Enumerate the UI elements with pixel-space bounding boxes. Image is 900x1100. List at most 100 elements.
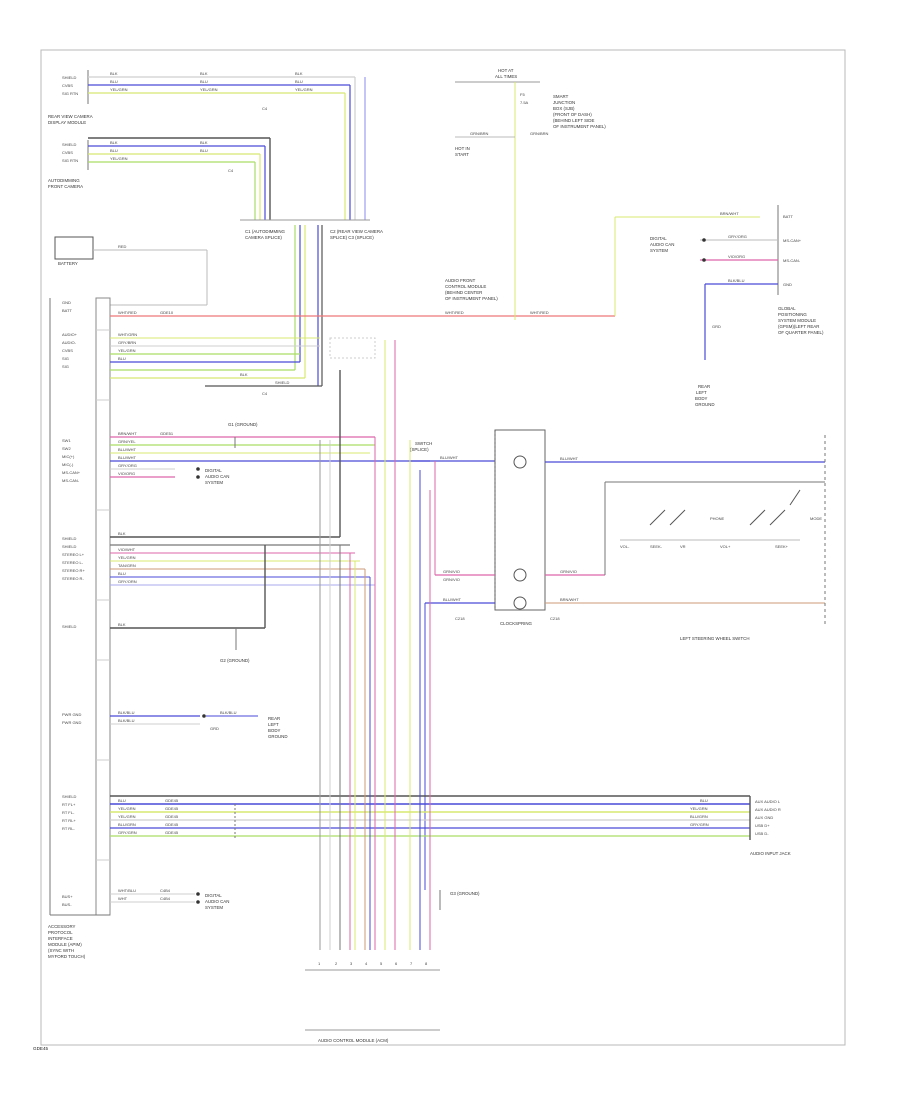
svg-text:GDE45: GDE45 (165, 822, 179, 827)
svg-text:C4: C4 (262, 391, 268, 396)
svg-text:MYFORD TOUCH): MYFORD TOUCH) (48, 954, 86, 959)
svg-text:BLK: BLK (295, 71, 303, 76)
fuse-junction-top: HOT AT ALL TIMES SMART JUNCTION BOX (SJB… (445, 68, 606, 320)
svg-text:BLU/GRN: BLU/GRN (118, 822, 136, 827)
rear-camera-wires: BLK BLU YEL/GRN BLK BLU YEL/GRN BLK BLU … (88, 71, 366, 220)
svg-text:GRN/BRN: GRN/BRN (470, 131, 489, 136)
svg-text:DIGITAL: DIGITAL (205, 468, 222, 473)
svg-text:AUDIO INPUT JACK: AUDIO INPUT JACK (750, 851, 791, 856)
camera-bundle-drop (294, 225, 323, 386)
svg-text:C218: C218 (455, 616, 465, 621)
svg-text:CONTROL MODULE: CONTROL MODULE (445, 284, 486, 289)
svg-text:G2 (GROUND): G2 (GROUND) (220, 658, 250, 663)
svg-text:SHIELD: SHIELD (62, 794, 77, 799)
svg-text:GROUND: GROUND (268, 734, 288, 739)
svg-text:BLK/BLU: BLK/BLU (118, 718, 135, 723)
svg-text:AUX AUDIO R: AUX AUDIO R (755, 807, 781, 812)
svg-text:START: START (455, 152, 469, 157)
svg-text:STEREO R-: STEREO R- (62, 576, 84, 581)
svg-text:BLU: BLU (200, 148, 208, 153)
svg-text:6: 6 (395, 961, 398, 966)
svg-text:BLU/WHT: BLU/WHT (560, 456, 579, 461)
svg-text:WHT/RED: WHT/RED (530, 310, 549, 315)
svg-text:YEL/GRN: YEL/GRN (110, 156, 128, 161)
svg-text:GDE51: GDE51 (160, 431, 174, 436)
svg-text:SYSTEM MODULE: SYSTEM MODULE (778, 318, 816, 323)
svg-text:(GPSM)(LEFT REAR: (GPSM)(LEFT REAR (778, 324, 819, 329)
svg-text:YEL/GRN: YEL/GRN (295, 87, 313, 92)
svg-text:BLU/WHT: BLU/WHT (118, 455, 137, 460)
battery-component: BATTERY RED (54, 236, 208, 306)
svg-text:MS-CAN-: MS-CAN- (783, 258, 801, 263)
svg-text:HOT IN: HOT IN (455, 146, 470, 151)
svg-text:GRN/VIO: GRN/VIO (443, 569, 460, 574)
svg-text:BUS-: BUS- (62, 902, 72, 907)
svg-text:RT FL-: RT FL- (62, 810, 75, 815)
svg-text:GND: GND (783, 282, 792, 287)
svg-text:SYSTEM: SYSTEM (650, 248, 668, 253)
svg-text:C1 (AUTODIMMING: C1 (AUTODIMMING (245, 229, 286, 234)
svg-text:BLK: BLK (200, 140, 208, 145)
svg-text:GLOBAL: GLOBAL (778, 306, 796, 311)
svg-text:BLU: BLU (110, 79, 118, 84)
svg-text:STEREO L-: STEREO L- (62, 560, 84, 565)
svg-text:BLK/BLU: BLK/BLU (728, 278, 745, 283)
svg-text:DIGITAL: DIGITAL (205, 893, 222, 898)
svg-text:MIC(-): MIC(-) (62, 462, 74, 467)
svg-text:OF QUARTER PANEL): OF QUARTER PANEL) (778, 330, 824, 335)
svg-text:YEL/GRN: YEL/GRN (200, 87, 218, 92)
svg-text:BLU/WHT: BLU/WHT (440, 455, 459, 460)
svg-text:VOL+: VOL+ (720, 544, 731, 549)
svg-text:VR: VR (680, 544, 686, 549)
ground-wires: BLK/BLU BLK/BLU BLK/BLU GRD REAR LEFT BO… (110, 710, 288, 739)
svg-text:BLU: BLU (295, 79, 303, 84)
right-module-connector: BATT MS-CAN+ MS-CAN- GND GRY/ORG VIO/ORG… (650, 205, 824, 407)
svg-text:SIG RTN: SIG RTN (62, 91, 78, 96)
svg-text:SHIELD: SHIELD (62, 142, 77, 147)
svg-text:BATT: BATT (783, 214, 793, 219)
accessory-protocol-interface-module: ACCESSORY PROTOCOL INTERFACE MODULE (API… (48, 297, 111, 959)
svg-text:RT RL+: RT RL+ (62, 818, 76, 823)
svg-text:BLK/BLU: BLK/BLU (220, 710, 237, 715)
svg-text:PROTOCOL: PROTOCOL (48, 930, 73, 935)
svg-text:USB D+: USB D+ (755, 823, 770, 828)
svg-text:BLK: BLK (200, 71, 208, 76)
svg-text:C4: C4 (228, 168, 234, 173)
svg-text:GRY/ORG: GRY/ORG (728, 234, 747, 239)
svg-text:PWR GND: PWR GND (62, 712, 81, 717)
svg-text:MS-CAN+: MS-CAN+ (783, 238, 802, 243)
svg-text:GDE45: GDE45 (165, 814, 179, 819)
svg-text:BLK: BLK (240, 372, 248, 377)
svg-text:(SYNC WITH: (SYNC WITH (48, 948, 74, 953)
svg-text:SHIELD: SHIELD (275, 380, 290, 385)
svg-text:OF INSTRUMENT PANEL): OF INSTRUMENT PANEL) (553, 124, 606, 129)
svg-text:BLU/WHT: BLU/WHT (118, 447, 137, 452)
svg-text:YEL/GRN: YEL/GRN (118, 348, 136, 353)
svg-text:GRN/BRN: GRN/BRN (530, 131, 549, 136)
svg-text:AUDIO CONTROL MODULE (ACM): AUDIO CONTROL MODULE (ACM) (318, 1038, 389, 1043)
svg-text:WHT/RED: WHT/RED (445, 310, 464, 315)
svg-text:BLU/GRN: BLU/GRN (690, 814, 708, 819)
stereo-audio-wires: BLK VIO/WHT YEL/GRN TAN/GRN BLU GRY/ORN … (110, 370, 375, 663)
svg-text:BLU: BLU (118, 356, 126, 361)
svg-text:SEEK-: SEEK- (650, 544, 663, 549)
svg-text:7.5A: 7.5A (520, 100, 529, 105)
svg-text:GND: GND (62, 300, 71, 305)
svg-text:VIO/ORG: VIO/ORG (728, 254, 745, 259)
svg-text:BUS+: BUS+ (62, 894, 73, 899)
svg-text:BODY: BODY (695, 396, 708, 401)
svg-text:BLU/WHT: BLU/WHT (443, 597, 462, 602)
svg-text:GRN/VIO: GRN/VIO (443, 577, 460, 582)
svg-text:STEREO R+: STEREO R+ (62, 568, 85, 573)
svg-text:WHT: WHT (118, 896, 128, 901)
svg-text:CVBS: CVBS (62, 83, 73, 88)
svg-text:STEREO L+: STEREO L+ (62, 552, 85, 557)
svg-text:AUDIO+: AUDIO+ (62, 332, 78, 337)
svg-text:VIO/ORG: VIO/ORG (118, 471, 135, 476)
svg-text:SHIELD: SHIELD (62, 624, 77, 629)
svg-text:BLU: BLU (700, 798, 708, 803)
svg-text:MODULE (APIM): MODULE (APIM) (48, 942, 82, 947)
svg-text:BLU: BLU (118, 571, 126, 576)
svg-text:REAR VIEW CAMERA: REAR VIEW CAMERA (48, 114, 93, 119)
svg-text:GRN/YEL: GRN/YEL (118, 439, 136, 444)
